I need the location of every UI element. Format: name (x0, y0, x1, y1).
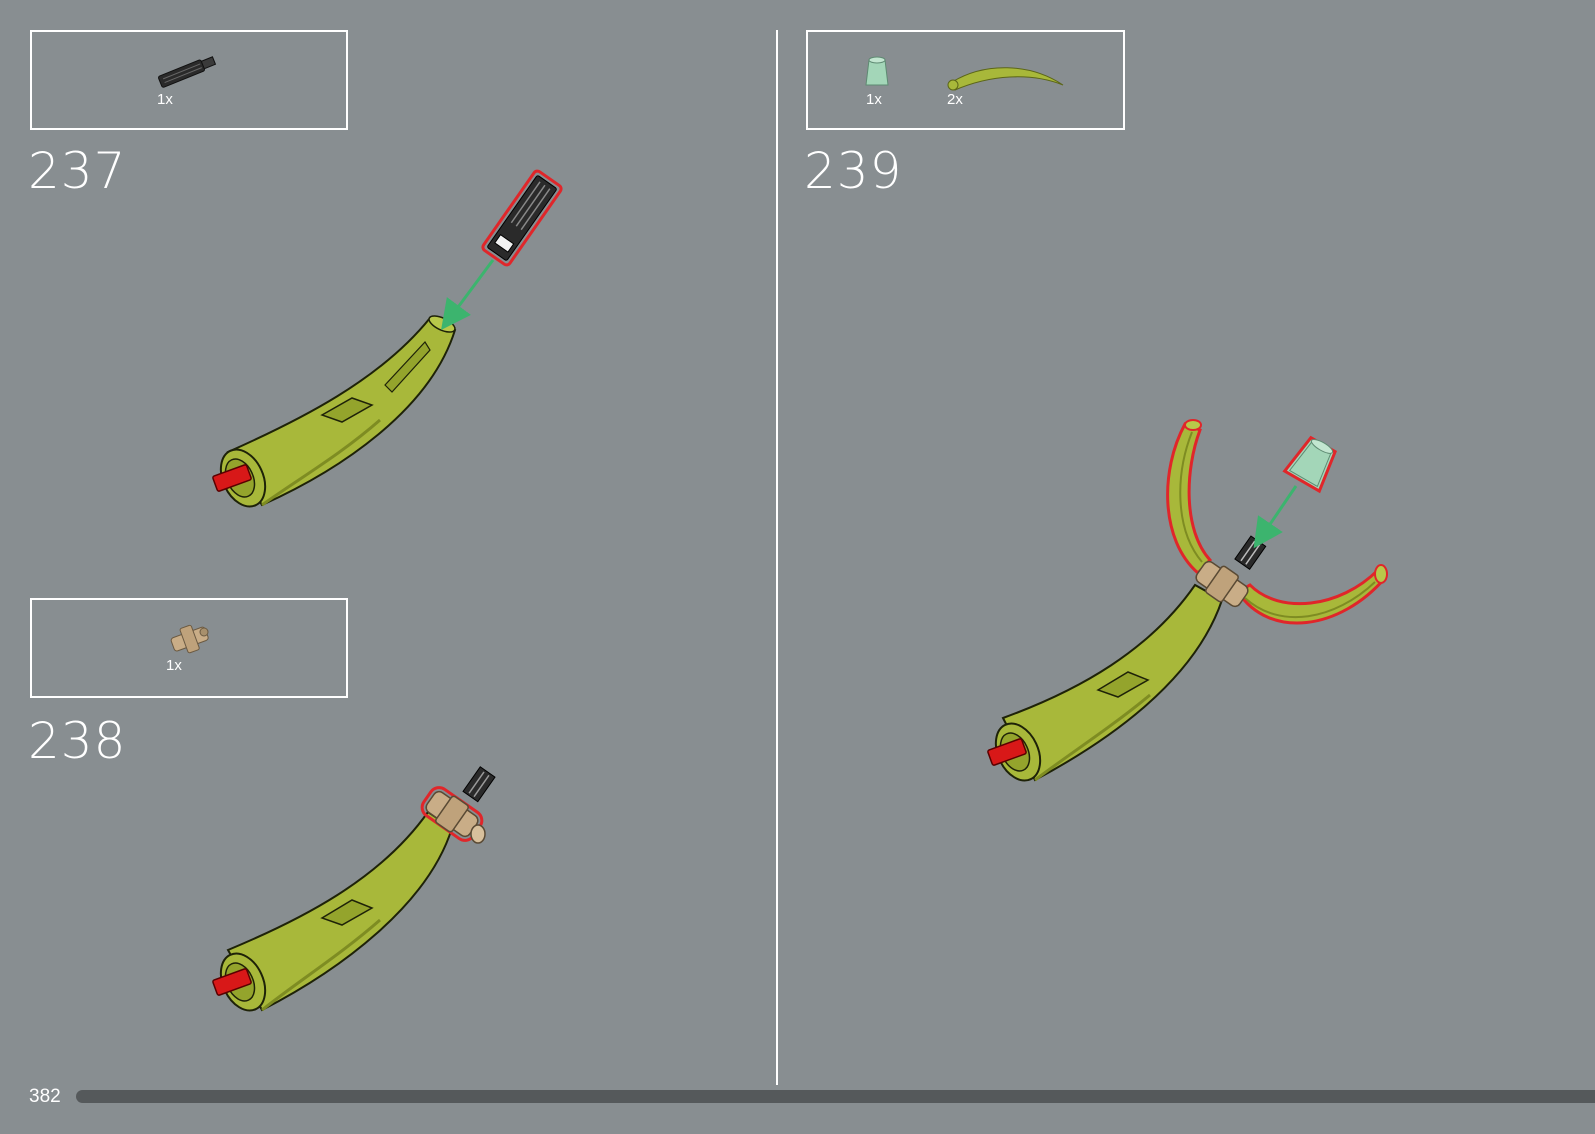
sand-green-cone-icon (866, 57, 888, 85)
step-239-assembly (987, 420, 1387, 788)
page-progress-bar (76, 1090, 1595, 1103)
lime-curved-horn-icon (948, 68, 1063, 90)
black-axle-connector-icon (158, 55, 216, 88)
step-237-assembly (212, 170, 562, 514)
tan-connector-icon (170, 625, 209, 654)
page-number: 382 (29, 1086, 61, 1108)
step-238-assembly (212, 767, 495, 1018)
